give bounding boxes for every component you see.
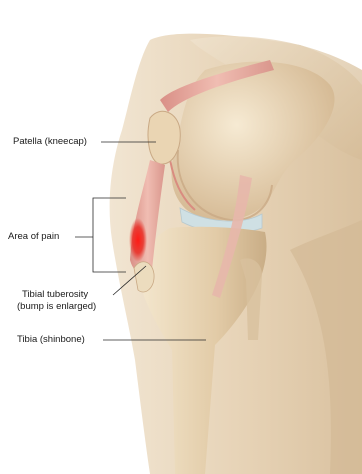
pain-area	[129, 218, 147, 262]
label-tibial-tuberosity-line2: (bump is enlarged)	[17, 301, 96, 312]
label-patella: Patella (kneecap)	[13, 136, 87, 147]
pain-bracket	[93, 198, 104, 272]
label-tibial-tuberosity-line1: Tibial tuberosity	[22, 289, 88, 300]
label-area-of-pain: Area of pain	[8, 231, 59, 242]
label-tibia: Tibia (shinbone)	[17, 334, 85, 345]
